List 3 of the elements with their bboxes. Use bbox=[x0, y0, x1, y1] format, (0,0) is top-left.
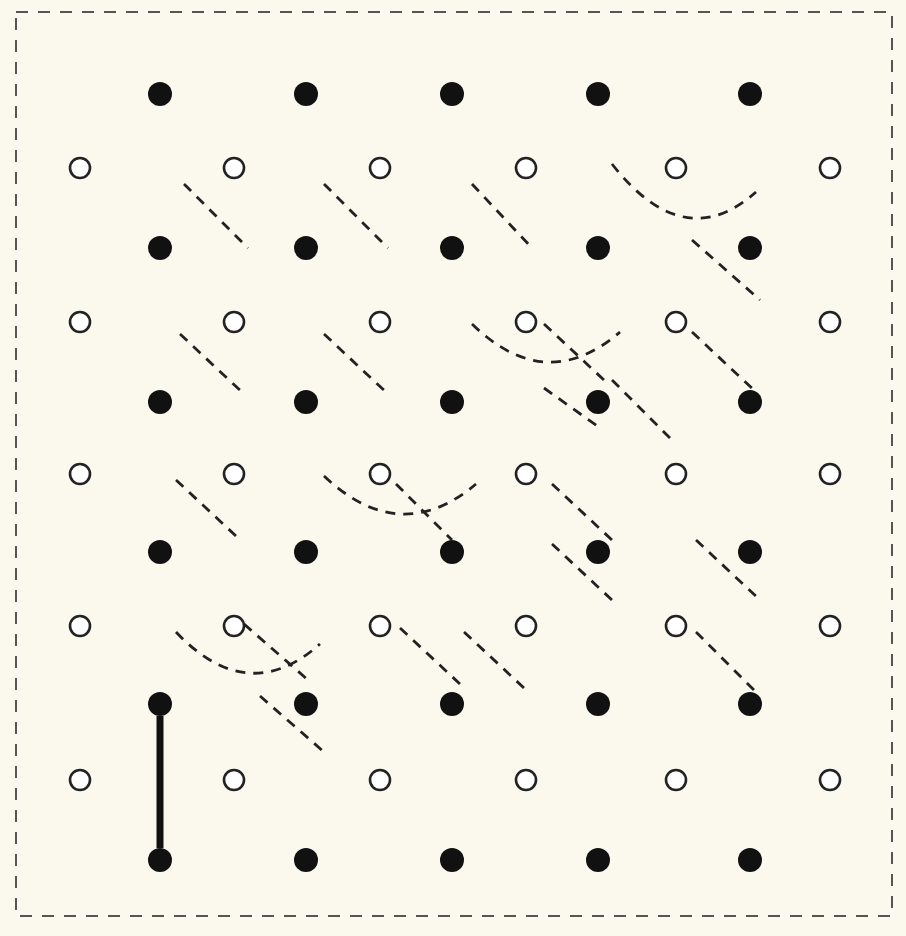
dot bbox=[148, 848, 172, 872]
connector-line bbox=[156, 716, 164, 848]
dot bbox=[148, 692, 172, 716]
